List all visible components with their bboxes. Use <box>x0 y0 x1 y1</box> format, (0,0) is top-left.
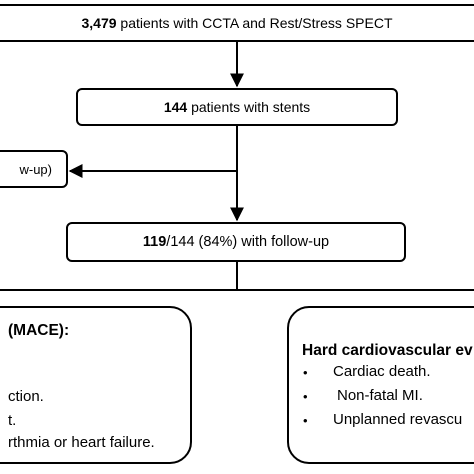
bullet-icon: • <box>303 365 308 380</box>
no-follow-up-box: w-up) <box>0 150 68 188</box>
mace-panel: (MACE): ction. t. rthmia or heart failur… <box>0 306 192 464</box>
follow-up-text: /144 (84%) with follow-up <box>166 234 330 250</box>
total-patients-box: 3,479 patients with CCTA and Rest/Stress… <box>0 4 474 42</box>
stents-count: 144 <box>163 99 188 115</box>
bullet-icon: • <box>303 389 308 404</box>
bullet-icon: • <box>303 413 308 428</box>
stents-box: 144 patients with stents <box>76 88 398 126</box>
no-follow-up-text: w-up) <box>19 161 52 177</box>
total-patients-text: patients with CCTA and Rest/Stress SPECT <box>116 15 393 31</box>
mace-title: (MACE): <box>8 322 70 339</box>
hard-cv-item: Unplanned revascu <box>333 411 463 428</box>
hard-cv-events-title: Hard cardiovascular ev <box>302 342 473 359</box>
follow-up-box: 119/144 (84%) with follow-up <box>66 222 406 262</box>
follow-up-count: 119 <box>142 234 167 250</box>
mace-item: rthmia or heart failure. <box>8 434 155 451</box>
total-patients-count: 3,479 <box>81 15 117 31</box>
hard-cv-item: Non-fatal MI. <box>337 387 423 404</box>
mace-item: ction. <box>8 388 44 405</box>
hard-cv-events-panel: Hard cardiovascular ev • Cardiac death. … <box>287 306 474 464</box>
mace-item: t. <box>8 412 17 429</box>
hard-cv-item: Cardiac death. <box>333 363 431 380</box>
stents-text: patients with stents <box>187 99 311 115</box>
